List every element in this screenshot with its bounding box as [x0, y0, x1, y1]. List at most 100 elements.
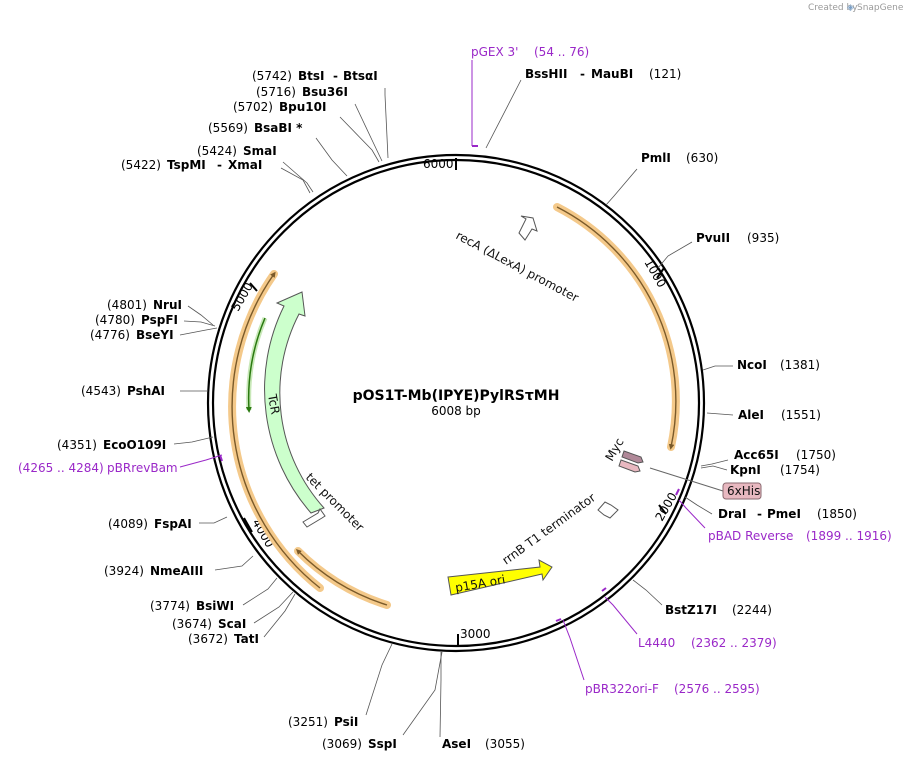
site-btsi-pos: (5742) [252, 69, 292, 83]
tcr-label: TcR [265, 392, 282, 415]
site-bsabi-pos: (5569) [208, 121, 248, 135]
site-asei-pos: (3055) [485, 737, 525, 751]
site-bsiwi-name: BsiWI [196, 599, 234, 613]
site-pmli-pos: (630) [686, 151, 718, 165]
orange-feature-arc-left-arrow [231, 271, 321, 589]
site-btsi-sep: - [333, 69, 338, 83]
site-bstz17i-name: BstZ17I [665, 603, 717, 617]
site-nrui-pos: (4801) [107, 298, 147, 312]
site-pmli-name: PmlI [641, 151, 671, 165]
his-tag-shape [618, 459, 641, 473]
site-alei-name: AleI [738, 408, 764, 422]
his-label-leader [649, 467, 724, 492]
p15a-ori-arrow [447, 559, 553, 596]
site-smai-name: SmaI [243, 144, 277, 158]
site-pshai-pos: (4543) [81, 384, 121, 398]
site-bseyi-pos: (4776) [90, 328, 130, 342]
tick-label-3000: 3000 [460, 627, 491, 641]
orange-feature-arc-bottom-arrow [296, 549, 388, 606]
site-fspai-pos: (4089) [108, 517, 148, 531]
site-bsabi-name: BsaBI * [254, 121, 303, 135]
primer-pbr322-name: pBR322ori-F [585, 682, 659, 696]
pbad-reverse-marker [675, 488, 680, 496]
tick-marks [243, 158, 667, 645]
site-tati-pos: (3672) [188, 632, 228, 646]
site-acc65i-name: Acc65I [734, 448, 779, 462]
rrnb-terminator-label: rrnB T1 terminator [500, 490, 599, 567]
site-drai-name2: PmeI [767, 507, 801, 521]
backbone-outer-strand [206, 153, 706, 653]
site-nrui-name: NruI [153, 298, 182, 312]
site-asei-name: AseI [442, 737, 471, 751]
tcr-arrow [264, 291, 325, 514]
tick-label-6000: 6000 [423, 157, 454, 171]
site-ncoi-pos: (1381) [780, 358, 820, 372]
site-pspfi-name: PspFI [141, 313, 178, 327]
plasmid-size: 6008 bp [431, 404, 481, 418]
site-bsiwi-pos: (3774) [150, 599, 190, 613]
site-scai-pos: (3674) [172, 617, 212, 631]
primer-l4440-range: (2362 .. 2379) [691, 636, 777, 650]
site-tspmi-sep: - [217, 158, 222, 172]
site-bsshii-pos: (121) [649, 67, 681, 81]
site-bseyi-name: BseYI [136, 328, 174, 342]
site-btsi-name2: BtsαI [343, 69, 378, 83]
site-kpni-name: KpnI [730, 463, 761, 477]
site-psii-pos: (3251) [288, 715, 328, 729]
site-bsu36i-name: Bsu36I [302, 85, 348, 99]
site-nmeaiii-pos: (3924) [104, 564, 144, 578]
primer-pbadrev-name: pBAD Reverse [708, 529, 793, 543]
l4440-marker [601, 587, 607, 592]
primer-pbr322-range: (2576 .. 2595) [674, 682, 760, 696]
green-feature-arc-arrow [245, 317, 266, 413]
reca-promoter-label: recA (ΔLexA) promoter [454, 228, 581, 305]
credit-brand: SnapGene [857, 3, 904, 13]
site-ncoi-name: NcoI [737, 358, 767, 372]
site-bsshii-name2: MauBI [591, 67, 633, 81]
site-psii-name: PsiI [334, 715, 358, 729]
site-drai-pos: (1850) [817, 507, 857, 521]
snapgene-logo-icon: ◈ [847, 3, 854, 13]
orange-feature-arc-right [553, 203, 680, 451]
site-tspmi-name2: XmaI [228, 158, 262, 172]
plasmid-name: pOS1T-Mb(IPYE)PylRSτMH [353, 388, 560, 404]
site-fspai-name: FspAI [154, 517, 192, 531]
primer-l4440-name: L4440 [638, 636, 675, 650]
site-pvuii-name: PvuII [696, 231, 730, 245]
rrnb-terminator-shape [597, 501, 619, 519]
site-bsu36i-pos: (5716) [256, 85, 296, 99]
primer-pbrrevbam-range: (4265 .. 4284) [18, 461, 104, 475]
reca-promoter-arrow [518, 215, 538, 241]
myc-label: Myc [602, 436, 626, 464]
site-pvuii-pos: (935) [747, 231, 779, 245]
site-bpu10i-pos: (5702) [233, 100, 273, 114]
his-label-box [722, 482, 762, 500]
site-bsshii-name: BssHII [525, 67, 567, 81]
site-smai-pos: (5424) [197, 144, 237, 158]
tet-promoter-arrow [302, 508, 326, 528]
site-alei-pos: (1551) [781, 408, 821, 422]
site-tspmi-name: TspMI [167, 158, 206, 172]
primer-leaders [179, 60, 706, 681]
site-pshai-name: PshAI [127, 384, 165, 398]
pbrrevbam-marker [219, 454, 223, 462]
site-btsi-name: BtsI [298, 69, 325, 83]
site-tati-name: TatI [234, 632, 259, 646]
site-tspmi-pos: (5422) [121, 158, 161, 172]
site-ecoo109i-name: EcoO109I [103, 438, 166, 452]
site-drai-name: DraI [718, 507, 746, 521]
primer-pgex3-range: (54 .. 76) [534, 45, 589, 59]
site-drai-sep: - [757, 507, 762, 521]
site-scai-name: ScaI [218, 617, 246, 631]
orange-feature-arc-right-arrow [556, 206, 677, 450]
credit-prefix: Created by [808, 3, 858, 13]
site-pspfi-pos: (4780) [95, 313, 135, 327]
site-acc65i-pos: (1750) [796, 448, 836, 462]
site-bpu10i-name: Bpu10I [279, 100, 326, 114]
site-ecoo109i-pos: (4351) [57, 438, 97, 452]
primer-pbrrevbam-name: pBRrevBam [107, 461, 178, 475]
site-bsshii-sep: - [580, 67, 585, 81]
site-sspi-pos: (3069) [322, 737, 362, 751]
site-nmeaiii-name: NmeAIII [150, 564, 203, 578]
